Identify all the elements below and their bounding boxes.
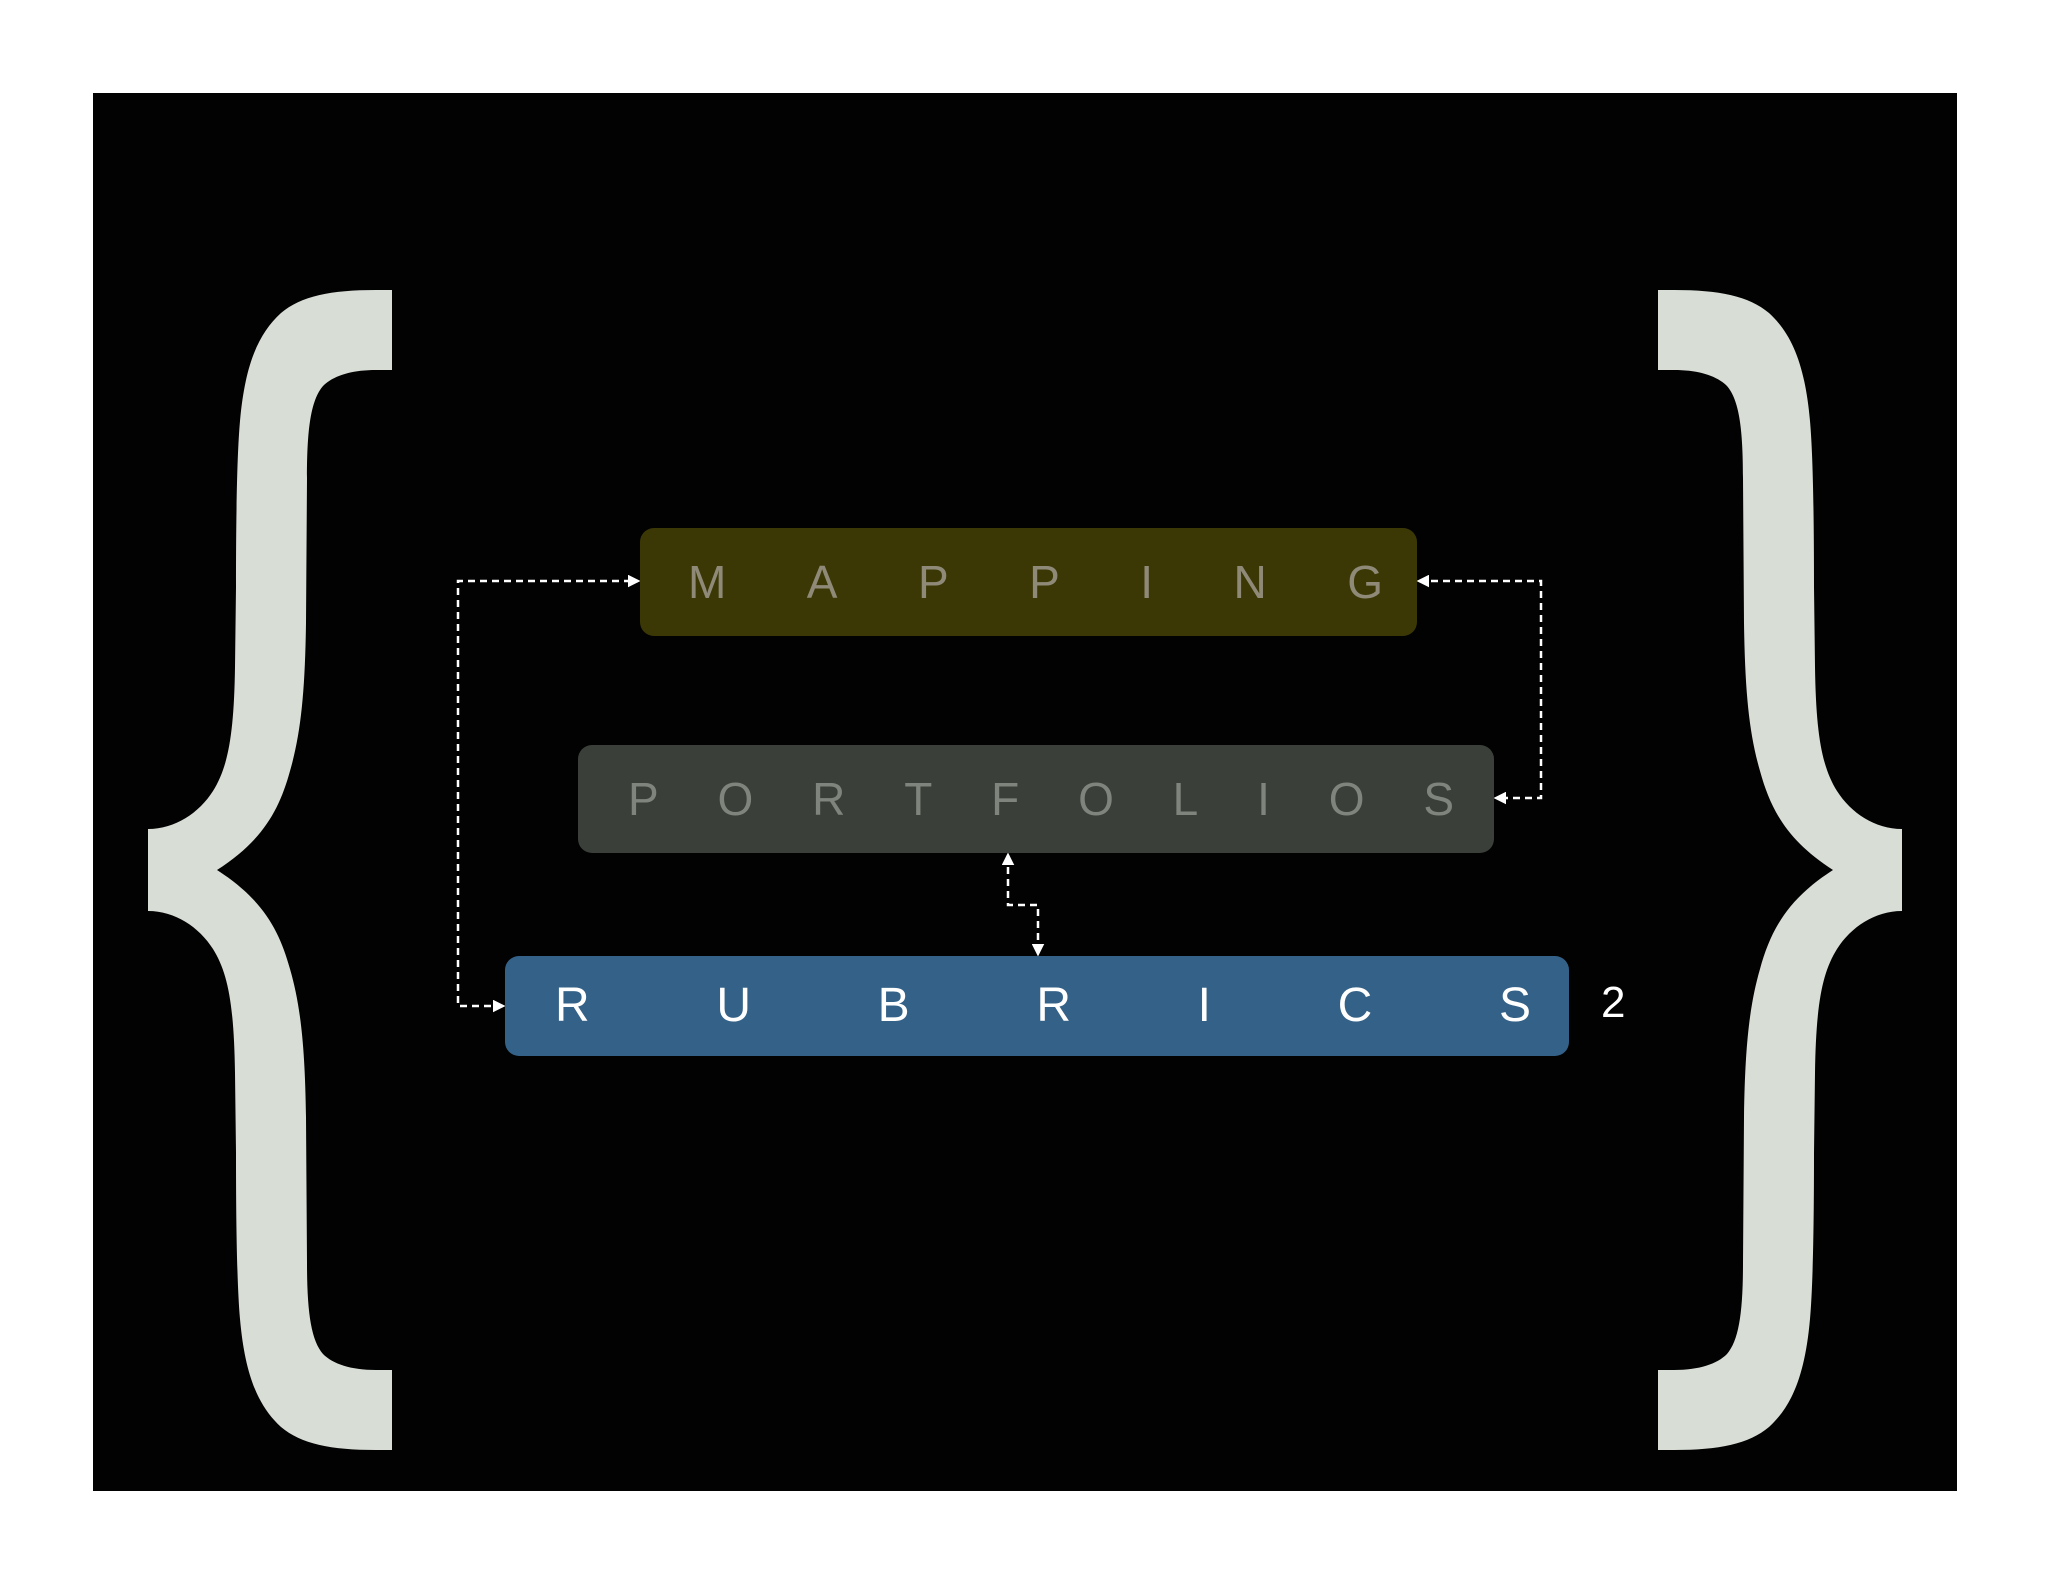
connector-rubrics-mapping (456, 574, 641, 1013)
node-letter: L (1172, 773, 1199, 825)
left-brace-icon (148, 290, 392, 1450)
node-letter: R (812, 773, 846, 825)
braces-and-connectors (148, 290, 1902, 1450)
node-letter: N (1233, 556, 1267, 608)
node-letter: R (555, 979, 590, 1032)
right-brace-icon (1658, 290, 1902, 1450)
node-letter: P (917, 556, 949, 608)
node-letter: U (716, 979, 751, 1032)
footnote-number: 2 (1601, 978, 1626, 1027)
connector-mapping-portfolios (1416, 574, 1543, 805)
node-letter: A (806, 556, 838, 608)
node-letter: S (1423, 773, 1454, 825)
node-letter: I (1140, 556, 1154, 608)
node-letter: O (1328, 773, 1365, 825)
node-letter: O (1078, 773, 1114, 825)
node-letter: G (1347, 556, 1383, 608)
node-letter: O (717, 773, 754, 825)
node-letter: B (877, 979, 910, 1032)
node-letter: C (1337, 979, 1373, 1032)
node-letter: P (1029, 556, 1060, 608)
node-letter: T (904, 773, 933, 825)
node-letter: F (991, 773, 1020, 825)
node-portfolios: P O R T F O L I O S (578, 745, 1494, 853)
node-letter: I (1197, 979, 1211, 1032)
node-mapping: M A P P I N G (640, 528, 1417, 636)
node-letter: P (628, 773, 659, 825)
slide: M A P P I N G P O R T F O L I O S R U B … (93, 93, 1957, 1491)
connector-portfolios-rubrics (1001, 852, 1045, 957)
node-letter: I (1257, 773, 1270, 825)
node-letter: R (1036, 979, 1071, 1032)
node-rubrics: R U B R I C S (505, 956, 1569, 1056)
node-letter: M (688, 556, 727, 608)
node-letter: S (1498, 979, 1531, 1032)
